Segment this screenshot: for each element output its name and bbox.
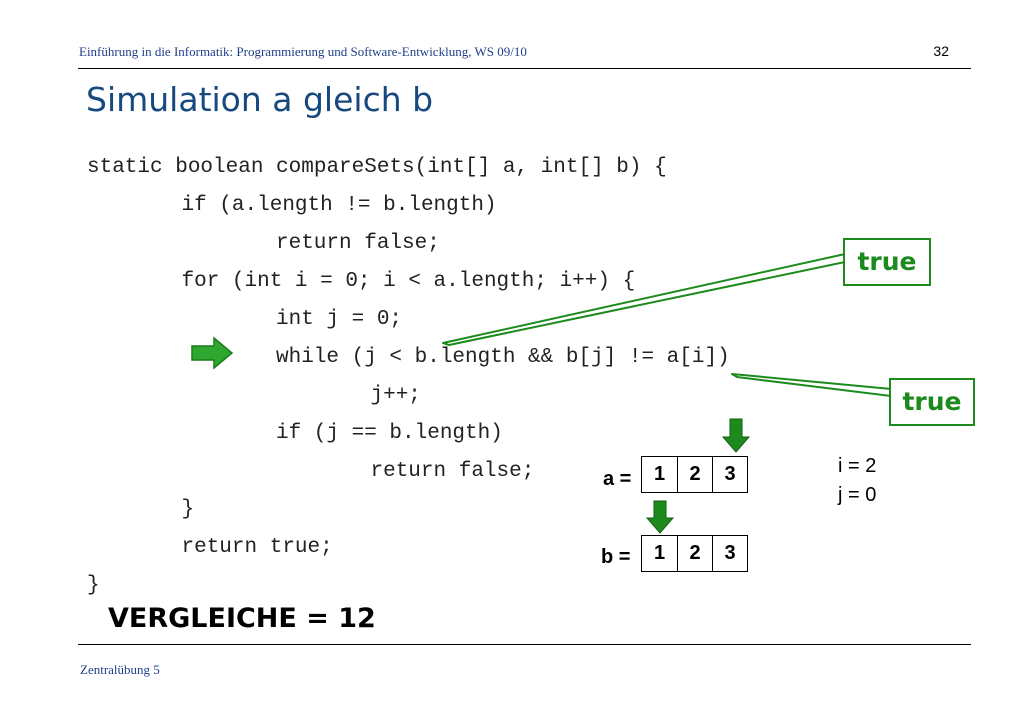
code-line: if (a.length != b.length) — [181, 194, 497, 217]
array-a-cell: 3 — [712, 457, 747, 492]
callout-connector-2 — [731, 373, 892, 397]
array-a-cell: 1 — [653, 463, 666, 485]
code-line: int j = 0; — [276, 308, 403, 331]
variable-j: j = 0 — [838, 484, 877, 506]
array-b-cell: 1 — [653, 542, 666, 564]
array-b: 1 2 3 — [641, 535, 748, 572]
callout-connector-1 — [442, 253, 846, 346]
array-a: 1 2 3 — [641, 456, 748, 493]
code-line: j++; — [370, 384, 421, 407]
code-line: if (j == b.length) — [276, 422, 503, 445]
slide-title: Simulation a gleich b — [86, 80, 434, 119]
header-rule — [78, 68, 971, 69]
array-b-cell: 3 — [712, 536, 747, 571]
code-line: } — [87, 574, 100, 597]
callout-true-2: true — [889, 378, 975, 426]
array-b-cell: 2 — [677, 536, 712, 571]
callout-true-1: true — [843, 238, 931, 286]
code-line: return false; — [370, 460, 535, 483]
array-b-label: b = — [601, 546, 631, 568]
code-line-current: while (j < b.length && b[j] != a[i]) — [276, 346, 730, 369]
course-header: Einführung in die Informatik: Programmie… — [79, 44, 527, 59]
comparison-count: VERGLEICHE = 12 — [108, 603, 376, 634]
code-line: } — [181, 498, 195, 521]
array-a-cell: 2 — [677, 457, 712, 492]
code-line: return false; — [276, 232, 440, 255]
green-down-arrow-icon — [721, 418, 751, 453]
page-number: 32 — [933, 43, 949, 59]
green-right-arrow-icon — [191, 336, 234, 370]
variable-i: i = 2 — [838, 455, 877, 477]
green-down-arrow-icon — [645, 500, 675, 534]
footer-rule — [78, 644, 971, 645]
code-line: static boolean compareSets(int[] a, int[… — [87, 156, 667, 179]
code-line: return true; — [181, 536, 333, 559]
array-a-label: a = — [603, 468, 632, 490]
code-line: for (int i = 0; i < a.length; i++) { — [181, 270, 636, 293]
footer-text: Zentralübung 5 — [80, 662, 160, 677]
